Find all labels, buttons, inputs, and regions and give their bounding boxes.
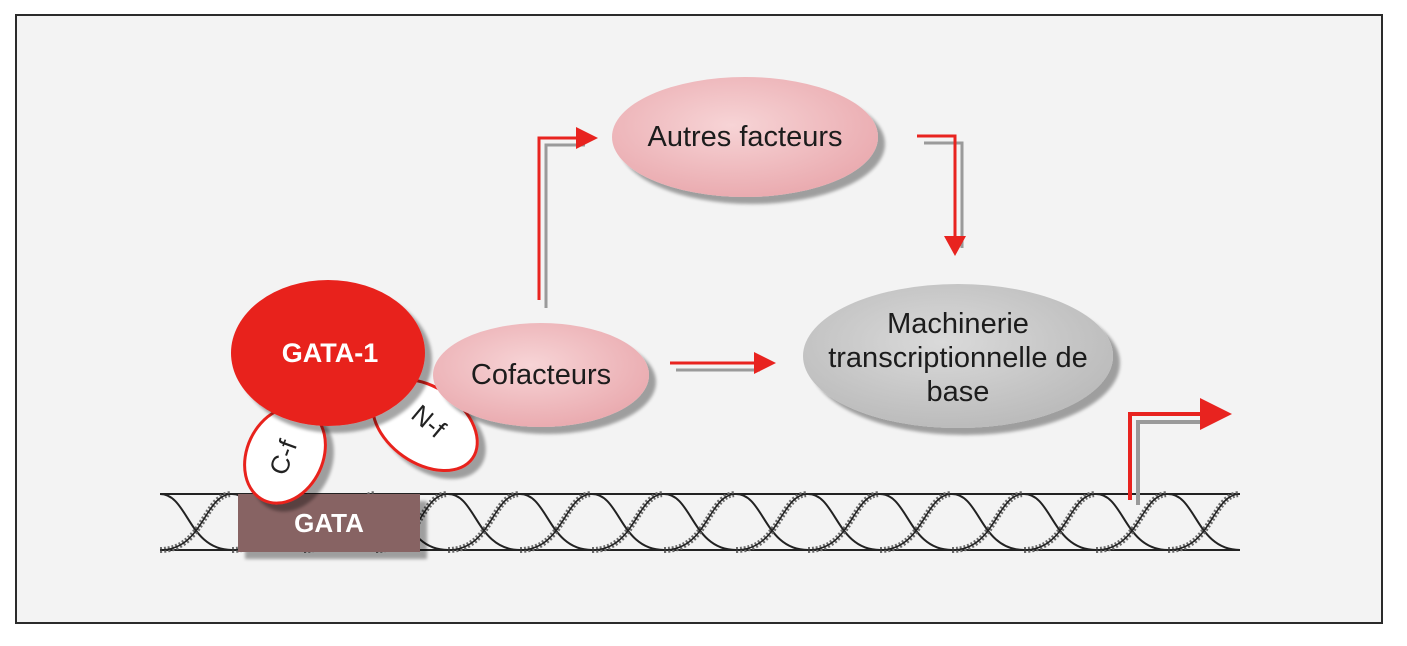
dna-strand-segment	[447, 491, 521, 553]
dna-strand-segment	[807, 491, 881, 553]
dna-strand-segment	[807, 493, 881, 551]
machinerie-label-line3: base	[927, 376, 990, 408]
dna-strand-segment	[1167, 493, 1241, 551]
dna-strand-segment	[591, 493, 665, 551]
gata-site-box	[238, 494, 420, 552]
dna-strand-segment	[159, 491, 233, 553]
arrow-cofacteurs-to-machinerie	[670, 352, 776, 374]
dna-strand-segment	[879, 493, 953, 551]
dna-strand-segment	[663, 493, 737, 551]
dna-strand-segment	[879, 491, 953, 553]
dna-strand-segment	[1023, 493, 1097, 551]
dna-strand-segment	[951, 493, 1025, 551]
dna-strand-segment	[1167, 491, 1241, 553]
cofacteurs-label: Cofacteurs	[471, 359, 611, 391]
arrow-cofacteurs-to-autres	[537, 127, 598, 308]
arrow-autres-to-machinerie	[917, 134, 966, 256]
cofacteurs-node	[433, 323, 649, 427]
dna-strand-segment	[735, 493, 809, 551]
transcription-start-arrow	[1128, 398, 1232, 505]
dna-strand-segment	[663, 491, 737, 553]
dna-strand-segment	[447, 493, 521, 551]
dna-strand-segment	[159, 493, 233, 551]
dna-strand-segment	[591, 493, 665, 551]
machinerie-node	[803, 284, 1113, 428]
dna-strand-segment	[447, 493, 521, 551]
gata-site	[238, 494, 420, 552]
autres-facteurs-label: Autres facteurs	[647, 121, 842, 153]
dna-strand-segment	[1023, 493, 1097, 551]
dna-strand-segment	[735, 491, 809, 553]
dna-strand-segment	[591, 491, 665, 553]
machinerie-label-line1: Machinerie	[887, 308, 1029, 340]
gata-site-label: GATA	[294, 508, 364, 538]
dna-strand-segment	[1023, 491, 1097, 553]
dna-strand-segment	[1095, 491, 1169, 553]
machinerie-label-line2: transcriptionnelle de	[828, 342, 1088, 374]
dna-strand-segment	[519, 493, 593, 551]
dna-strand-segment	[519, 493, 593, 551]
dna-strand-segment	[663, 493, 737, 551]
dna-strand-segment	[735, 493, 809, 551]
gata1-node	[231, 280, 425, 426]
dna-strand-segment	[807, 493, 881, 551]
gata1-label: GATA-1	[282, 338, 379, 368]
dna-strand-segment	[1095, 493, 1169, 551]
dna-strand-segment	[1095, 493, 1169, 551]
dna-strand-segment	[951, 491, 1025, 553]
dna-strand-segment	[519, 491, 593, 553]
dna-strand-segment	[951, 493, 1025, 551]
dna-strand-segment	[879, 493, 953, 551]
dna-strand-segment	[1167, 493, 1241, 551]
dna-strand-segment	[159, 493, 233, 551]
autres-facteurs-node	[612, 77, 878, 197]
